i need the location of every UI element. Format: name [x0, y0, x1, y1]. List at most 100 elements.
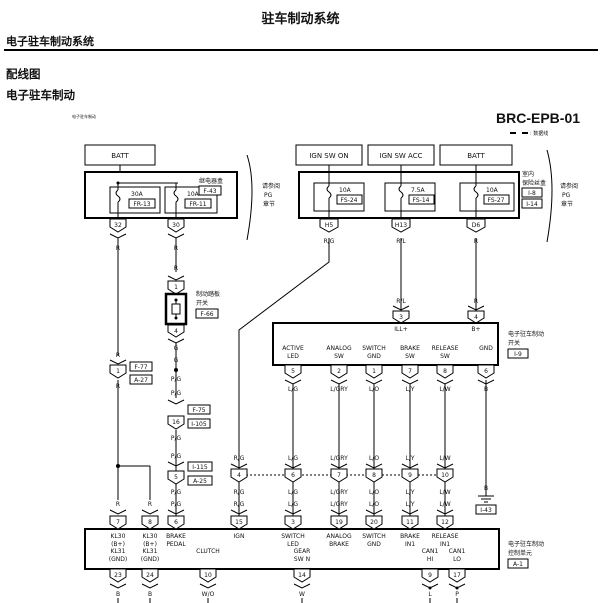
inline-connector-pin-number: 8: [372, 472, 376, 479]
brake-switch-label-2: 开关: [196, 299, 208, 307]
epb-pin-label: ACTIVE: [282, 345, 304, 352]
wire-label: L: [428, 591, 432, 598]
batt-right-label: BATT: [467, 152, 485, 160]
svg-text:电子驻车制动: 电子驻车制动: [508, 330, 544, 338]
data-line-legend: : 数据线: [530, 131, 549, 137]
inline-connector-pin-number: 9: [408, 472, 412, 479]
relay-box-connector: F-43: [203, 188, 216, 195]
connector-pin-d6: D6: [466, 218, 486, 233]
control-unit-pin: 14: [293, 568, 311, 583]
svg-text:I-43: I-43: [480, 507, 492, 514]
wire-label: P: [455, 591, 459, 598]
fuse-fr13-id: FR-13: [133, 201, 150, 208]
epb-switch-pin-number: 1: [372, 368, 376, 375]
wire-label: L/Y: [405, 455, 414, 462]
epb-pin-label: GND: [367, 353, 381, 360]
control-unit-pin-number: 7: [116, 519, 120, 526]
svg-text:5: 5: [174, 474, 178, 481]
control-unit-pin-number: 3: [291, 519, 295, 526]
epb-switch-pin-number: 5: [291, 368, 295, 375]
svg-text:B: B: [484, 386, 488, 393]
brake-switch-pin-1: 1: [174, 284, 178, 291]
right-ref-1: 请参阅: [560, 182, 578, 190]
ign-on-label: IGN SW ON: [309, 152, 348, 160]
svg-text:ILL+: ILL+: [394, 326, 407, 333]
fuse-fr13-rating: 30A: [131, 191, 144, 198]
wire-label-r: R: [148, 501, 152, 508]
wire-label-pg: P/G: [171, 435, 182, 442]
interior-fuse-label-1: 室内: [522, 170, 534, 178]
control-unit-pin-label: CLUTCH: [196, 548, 220, 555]
batt-left-label: BATT: [111, 152, 129, 160]
fuse-fr11-id: FR-11: [189, 201, 206, 208]
epb-pin-label: SW: [405, 353, 415, 360]
wire-label: L/O: [369, 386, 379, 393]
wire-label: L/W: [439, 386, 450, 393]
epb-switch-pin-number: 8: [443, 368, 447, 375]
wire-label-rl: R/L: [396, 238, 406, 245]
brake-switch-connector: F-66: [200, 311, 213, 318]
wire-label-rg: R/G: [324, 238, 335, 245]
control-unit-pin-label: (GND): [109, 556, 127, 563]
svg-text:A-27: A-27: [134, 377, 148, 384]
inline-connector-pin: 9: [401, 468, 419, 483]
control-unit-pin-number: 10: [204, 572, 212, 579]
ground-i43: B B I-43: [475, 380, 497, 515]
control-unit-pin-number: 17: [453, 572, 461, 579]
control-unit-pin-number: 8: [148, 519, 152, 526]
control-unit-pin-label: KL31: [111, 548, 126, 555]
svg-text:32: 32: [114, 222, 122, 229]
wire-label: L/O: [369, 501, 379, 508]
epb-switch-pin: 8: [436, 364, 454, 379]
control-unit-pin-number: 14: [298, 572, 306, 579]
wire-label: L/GRY: [330, 501, 348, 508]
control-unit-pin: 12: [436, 515, 454, 530]
control-unit-pin-label: BRAKE: [166, 533, 186, 540]
control-unit-pin-label: CAN1: [449, 548, 466, 555]
diagram-small-caption: 电子驻车制动: [72, 114, 96, 119]
wire-label-r: R: [116, 383, 120, 390]
control-unit-pin-label: IGN: [234, 533, 245, 540]
wire-label: W: [299, 591, 305, 598]
control-unit-pin-label: CAN1: [422, 548, 439, 555]
interior-fuse-box: 10A FS-24 7.5A FS-14 10A FS-27 室内 保险丝盒 I…: [298, 149, 578, 243]
control-unit-pin-number: 23: [114, 572, 122, 579]
ign-on-box: IGN SW ON: [295, 144, 363, 166]
control-unit-pin-label: (B+): [143, 541, 157, 548]
connector-pin-h5: H5: [319, 218, 339, 233]
control-unit-pin-number: 15: [235, 519, 243, 526]
svg-text:I-115: I-115: [192, 464, 208, 471]
control-unit-pin-number: 12: [441, 519, 449, 526]
epb-control-unit: 电子驻车制动 控制单元 A-1: [84, 528, 544, 570]
fuse-fr11-rating: 10A: [187, 191, 200, 198]
control-unit-pin-label: IN1: [405, 541, 415, 548]
svg-text:电子驻车制动: 电子驻车制动: [508, 540, 544, 548]
section-heading-wiring: 配线图: [6, 67, 41, 81]
control-unit-pin-label: LED: [287, 541, 299, 548]
control-unit-top-pins: 7KL30(B+)8KL30(B+)6BRAKEPEDAL15IGN3SWITC…: [109, 509, 459, 548]
control-unit-pin-label: (GND): [141, 556, 159, 563]
wire-label: W/O: [202, 591, 215, 598]
brake-switch-label-1: 制动踏板: [196, 290, 220, 298]
control-unit-bottom-pins: KL31(GND)23BKL31(GND)24BCLUTCH10W/OGEARS…: [109, 548, 466, 603]
interior-fuse-label-2: 保险丝盒: [522, 179, 546, 187]
control-unit-pin: 7: [109, 515, 127, 530]
inline-connector-pin-number: 6: [291, 472, 295, 479]
inline-connector-pin-number: 7: [337, 472, 341, 479]
wire-label-r: R: [116, 245, 120, 252]
connector-f77-a27: 1 F-77 A-27: [109, 359, 153, 385]
header-rule: [4, 49, 598, 51]
epb-pin-label: ANALOG: [326, 345, 352, 352]
section-heading-epb: 电子驻车制动: [6, 88, 75, 102]
epb-pin-label: RELEASE: [432, 345, 459, 352]
wire-label: L/O: [369, 489, 379, 496]
control-unit-pin-number: 19: [335, 519, 343, 526]
interior-fuse-conn-2: I-14: [526, 201, 538, 208]
inline-connector-pin: 10: [436, 468, 454, 483]
wire-label-pg: P/G: [171, 501, 182, 508]
svg-text:B+: B+: [471, 326, 480, 333]
wire-label: L/GRY: [330, 489, 348, 496]
fuse-fs24-rating: 10A: [339, 187, 352, 194]
epb-switch-pin: 2: [330, 364, 348, 379]
inline-connector-pin: 6: [284, 468, 302, 483]
